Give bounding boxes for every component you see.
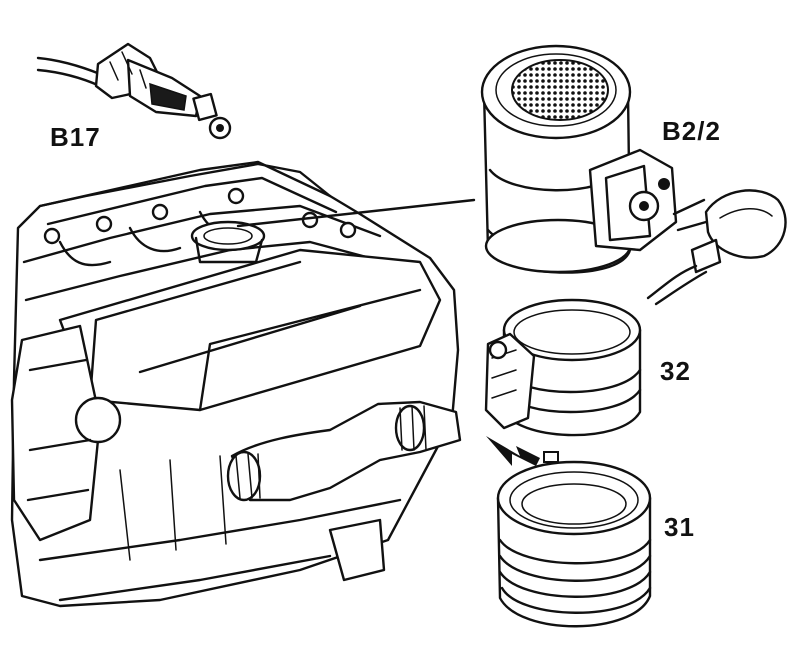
- maf-sensor-b2-2: [480, 44, 787, 306]
- temperature-sensor-b17: [36, 42, 232, 140]
- label-32: 32: [660, 356, 691, 386]
- label-31: 31: [664, 512, 695, 542]
- arrow-indicator: [486, 436, 559, 466]
- seal-ring-31: [496, 460, 652, 628]
- label-b17: B17: [50, 122, 101, 152]
- hose-clamp-32: [484, 298, 642, 437]
- label-b2-2: B2/2: [662, 116, 721, 146]
- leader-line: [236, 198, 476, 228]
- engine-block: [10, 160, 462, 608]
